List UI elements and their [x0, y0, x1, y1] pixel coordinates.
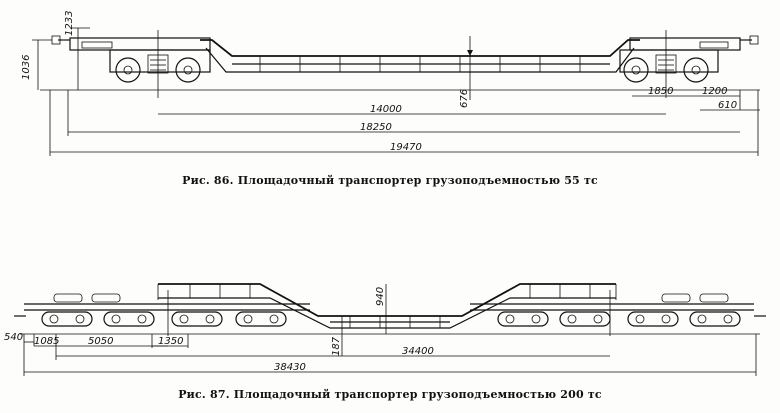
figure-86-caption: Рис. 86. Площадочный транспортер грузопо… [182, 174, 598, 187]
horizontal-dimensions-86 [49, 90, 760, 156]
wheel [115, 57, 141, 83]
dim-deck-height-87: 187 [331, 336, 342, 356]
deck-86 [200, 39, 640, 73]
dim-coupler-len: 610 [718, 100, 737, 111]
horizontal-dimensions-87 [23, 334, 757, 376]
right-bogie-86 [619, 30, 759, 98]
bogie-units-87 [14, 290, 766, 336]
dim-left-small: 540 [4, 332, 23, 343]
dim-frame-height: 940 [375, 287, 386, 306]
main-frame-87 [157, 283, 617, 329]
dim-unit-gap: 1350 [158, 336, 183, 347]
wheel [175, 57, 201, 83]
vertical-dimensions-87 [341, 284, 387, 356]
dim-left-overhang: 1085 [34, 336, 59, 347]
dim-height-coupler: 1233 [64, 11, 75, 36]
dim-unit-base: 5050 [88, 336, 113, 347]
left-bogie-86 [51, 30, 211, 98]
wheel [623, 57, 649, 83]
dim-total-len-87: 38430 [274, 362, 306, 373]
wheel [683, 57, 709, 83]
dim-overhang: 1200 [702, 86, 727, 97]
vertical-dimensions-86 [32, 27, 473, 100]
dim-total-len: 19470 [390, 142, 422, 153]
dim-height-total: 1036 [21, 55, 32, 80]
dim-bogie-base: 1850 [648, 86, 673, 97]
dim-platform-len: 14000 [370, 104, 402, 115]
figure-87-caption: Рис. 87. Площадочный транспортер грузопо… [178, 388, 602, 401]
figure-86-drawing: 1036 1233 676 1850 1200 610 14000 18250 [21, 11, 760, 156]
dim-bogie-centers: 18250 [360, 122, 392, 133]
dim-centers: 34400 [402, 346, 434, 357]
figure-87-drawing: 940 187 540 1085 5050 1350 34400 [4, 283, 766, 376]
dim-deck-height: 676 [459, 89, 470, 108]
